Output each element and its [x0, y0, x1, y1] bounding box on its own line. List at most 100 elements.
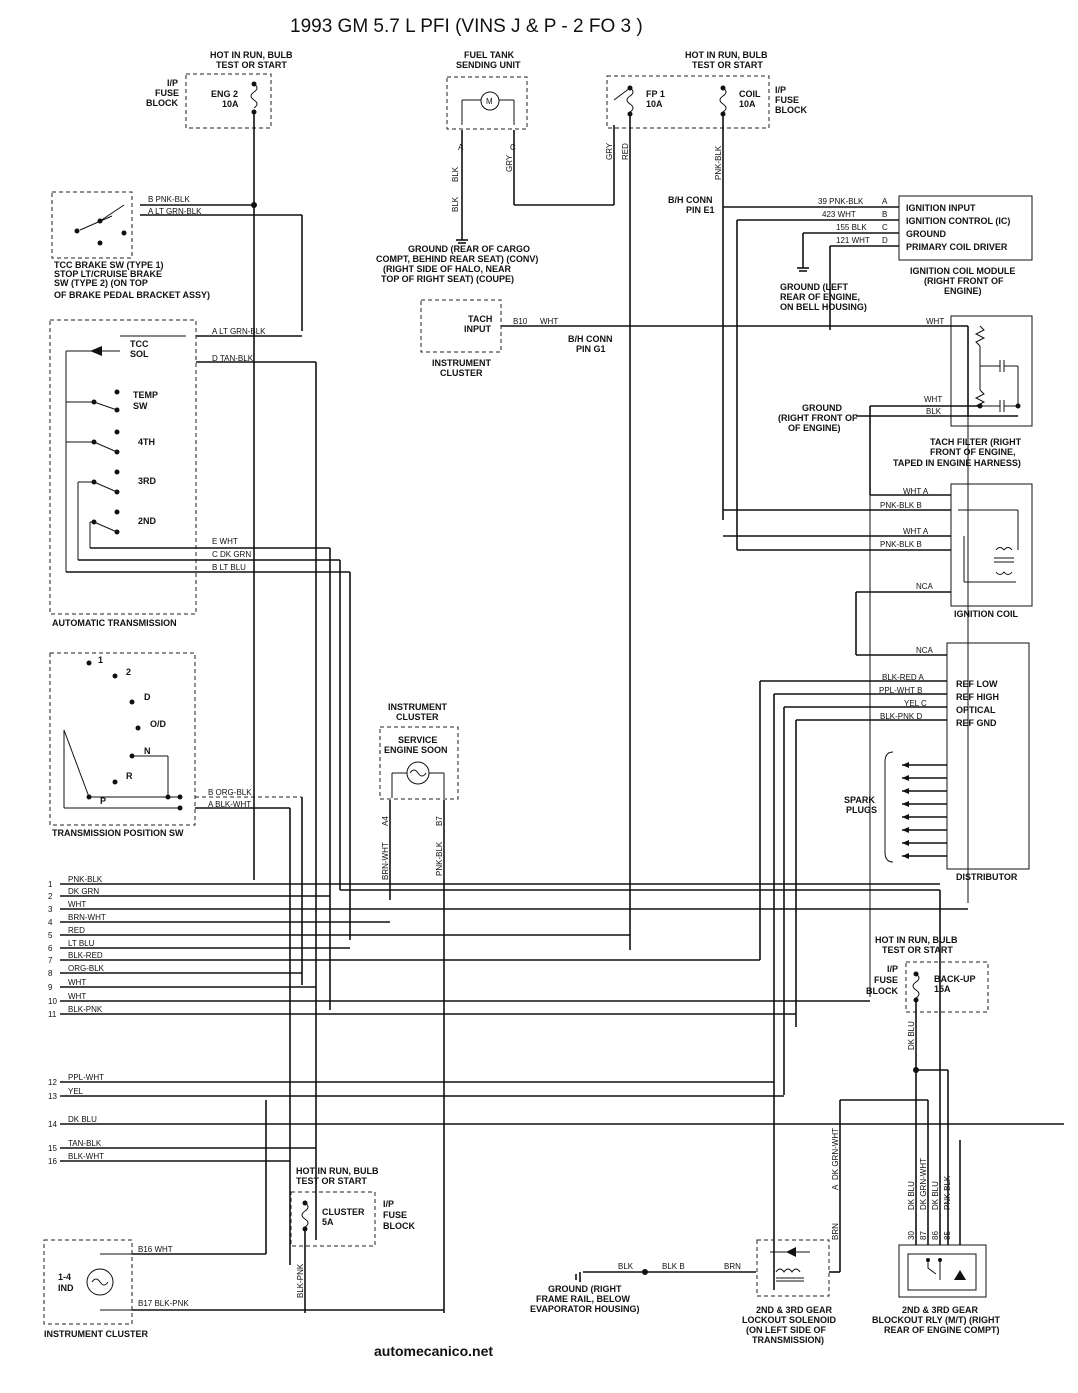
bus-number-5: 5 [48, 931, 53, 940]
svg-text:SPARK: SPARK [844, 795, 875, 805]
svg-text:INSTRUMENT CLUSTER: INSTRUMENT CLUSTER [44, 1329, 148, 1339]
bus-wire-color-16: BLK-WHT [68, 1152, 104, 1161]
svg-text:I/P: I/P [167, 78, 178, 88]
svg-text:NCA: NCA [916, 646, 934, 655]
svg-text:TRANSMISSION): TRANSMISSION) [752, 1335, 824, 1345]
svg-text:BRN-WHT: BRN-WHT [381, 842, 390, 880]
svg-text:NCA: NCA [916, 582, 934, 591]
svg-text:(RIGHT FRONT OF: (RIGHT FRONT OF [778, 413, 858, 423]
svg-text:N: N [144, 746, 151, 756]
ground-cargo: GROUND (REAR OF CARGO COMPT, BEHIND REAR… [376, 244, 538, 284]
svg-text:IGNITION INPUT: IGNITION INPUT [906, 203, 976, 213]
svg-text:TEMP: TEMP [133, 390, 158, 400]
bus-number-13: 13 [48, 1092, 57, 1101]
svg-text:1: 1 [98, 655, 103, 665]
svg-text:BLK B: BLK B [662, 1262, 685, 1271]
svg-text:BACK-UP: BACK-UP [934, 974, 976, 984]
svg-text:2ND: 2ND [138, 516, 157, 526]
svg-text:DK BLU: DK BLU [931, 1181, 940, 1210]
bus-number-12: 12 [48, 1078, 57, 1087]
svg-text:OPTICAL: OPTICAL [956, 705, 996, 715]
svg-text:B LT BLU: B LT BLU [212, 563, 246, 572]
svg-text:423 WHT: 423 WHT [822, 210, 856, 219]
svg-text:SW: SW [133, 401, 148, 411]
svg-text:FP 1: FP 1 [646, 89, 665, 99]
bus-number-1: 1 [48, 880, 53, 889]
svg-text:O/D: O/D [150, 719, 167, 729]
svg-text:ENGINE SOON: ENGINE SOON [384, 745, 448, 755]
tcc-brake-switch: B PNK-BLK A LT GRN-BLK TCC BRAKE SW (TYP… [51, 191, 303, 331]
lockout-solenoid: BRN A DK GRN-WHT 2ND & 3RD GEAR LOCKOUT … [742, 1099, 929, 1345]
svg-text:BLOCK: BLOCK [866, 986, 898, 996]
svg-text:BLK-RED A: BLK-RED A [882, 673, 924, 682]
bus-number-9: 9 [48, 983, 53, 992]
bus-wire-color-2: DK GRN [68, 887, 99, 896]
svg-text:30: 30 [907, 1231, 916, 1240]
ground-frame-rail: BLK BLK B BRN GROUND (RIGHT FRAME RAIL, … [530, 1262, 756, 1314]
svg-text:PNK-BLK: PNK-BLK [435, 841, 444, 876]
svg-text:GROUND (LEFT: GROUND (LEFT [780, 282, 848, 292]
svg-text:BRN: BRN [831, 1223, 840, 1240]
svg-text:REF LOW: REF LOW [956, 679, 998, 689]
svg-text:WHT A: WHT A [903, 487, 929, 496]
svg-text:ENG 2: ENG 2 [211, 89, 238, 99]
svg-text:5A: 5A [322, 1217, 334, 1227]
bus-wire-color-7: BLK-RED [68, 951, 103, 960]
bus-number-4: 4 [48, 918, 53, 927]
svg-text:GROUND (RIGHT: GROUND (RIGHT [548, 1284, 622, 1294]
svg-text:(ON LEFT SIDE OF: (ON LEFT SIDE OF [746, 1325, 827, 1335]
service-engine-soon-lamp: INSTRUMENT CLUSTER SERVICE ENGINE SOON B… [379, 702, 459, 1313]
svg-text:B17 BLK-PNK: B17 BLK-PNK [138, 1299, 189, 1308]
svg-text:INSTRUMENT: INSTRUMENT [432, 358, 491, 368]
svg-text:OF BRAKE PEDAL BRACKET ASSY): OF BRAKE PEDAL BRACKET ASSY) [54, 290, 210, 300]
svg-text:PNK-BLK B: PNK-BLK B [880, 501, 922, 510]
svg-text:WHT: WHT [926, 317, 944, 326]
svg-text:BLOCK: BLOCK [775, 105, 807, 115]
svg-text:BLOCK: BLOCK [383, 1221, 415, 1231]
ground-left-rear: GROUND (LEFT REAR OF ENGINE, ON BELL HOU… [780, 282, 867, 312]
svg-text:SERVICE: SERVICE [398, 735, 437, 745]
svg-text:IGNITION COIL: IGNITION COIL [954, 609, 1019, 619]
svg-text:A LT GRN-BLK: A LT GRN-BLK [212, 327, 266, 336]
svg-text:REAR OF ENGINE COMPT): REAR OF ENGINE COMPT) [884, 1325, 1000, 1335]
bus-wire-color-15: TAN-BLK [68, 1139, 102, 1148]
blockout-relay: 30 87 86 85 DK BLU DK GRN-WHT DK BLU PNK… [872, 1140, 1000, 1335]
svg-text:I/P: I/P [775, 85, 786, 95]
svg-text:BLK: BLK [618, 1262, 634, 1271]
svg-text:B16 WHT: B16 WHT [138, 1245, 173, 1254]
footer-watermark: automecanico.net [374, 1343, 493, 1359]
svg-text:A: A [882, 197, 888, 206]
svg-text:PIN G1: PIN G1 [576, 344, 606, 354]
bus-number-7: 7 [48, 956, 53, 965]
distributor: NCA BLK-RED A PPL-WHT B YEL C BLK-PNK D … [759, 642, 1030, 1290]
svg-text:DK BLU: DK BLU [907, 1021, 916, 1050]
svg-text:BLOCK: BLOCK [146, 98, 178, 108]
svg-text:B/H CONN: B/H CONN [568, 334, 613, 344]
svg-text:B ORG-BLK: B ORG-BLK [208, 788, 252, 797]
svg-text:REF HIGH: REF HIGH [956, 692, 999, 702]
svg-text:B: B [882, 210, 887, 219]
svg-text:GROUND: GROUND [906, 229, 946, 239]
svg-text:BLK-PNK: BLK-PNK [296, 1263, 305, 1298]
bus-wire-color-11: BLK-PNK [68, 1005, 103, 1014]
bus-number-8: 8 [48, 969, 53, 978]
svg-text:STOP LT/CRUISE BRAKE: STOP LT/CRUISE BRAKE [54, 269, 162, 279]
svg-text:TRANSMISSION POSITION SW: TRANSMISSION POSITION SW [52, 828, 184, 838]
svg-text:HOT IN RUN, BULB: HOT IN RUN, BULB [875, 935, 958, 945]
svg-text:2ND & 3RD GEAR: 2ND & 3RD GEAR [756, 1305, 833, 1315]
svg-text:DK GRN-WHT: DK GRN-WHT [919, 1158, 928, 1210]
svg-text:PRIMARY COIL DRIVER: PRIMARY COIL DRIVER [906, 242, 1008, 252]
svg-text:TACH: TACH [468, 314, 492, 324]
backup-fuse: HOT IN RUN, BULB TEST OR START I/P FUSE … [866, 935, 989, 1245]
svg-text:BLOCKOUT RLY (M/T) (RIGHT: BLOCKOUT RLY (M/T) (RIGHT [872, 1315, 1000, 1325]
bus-number-14: 14 [48, 1120, 57, 1129]
automatic-transmission: A LT GRN-BLK D TAN-BLK TCC SOL TEMP SW 4… [49, 319, 351, 1240]
svg-text:10A: 10A [222, 99, 239, 109]
svg-text:15A: 15A [934, 984, 951, 994]
svg-text:EVAPORATOR HOUSING): EVAPORATOR HOUSING) [530, 1304, 640, 1314]
svg-text:B PNK-BLK: B PNK-BLK [148, 195, 190, 204]
eng2-fuse: HOT IN RUN, BULB TEST OR START I/P FUSE … [146, 50, 293, 208]
svg-text:85: 85 [943, 1231, 952, 1240]
svg-text:86: 86 [931, 1231, 940, 1240]
